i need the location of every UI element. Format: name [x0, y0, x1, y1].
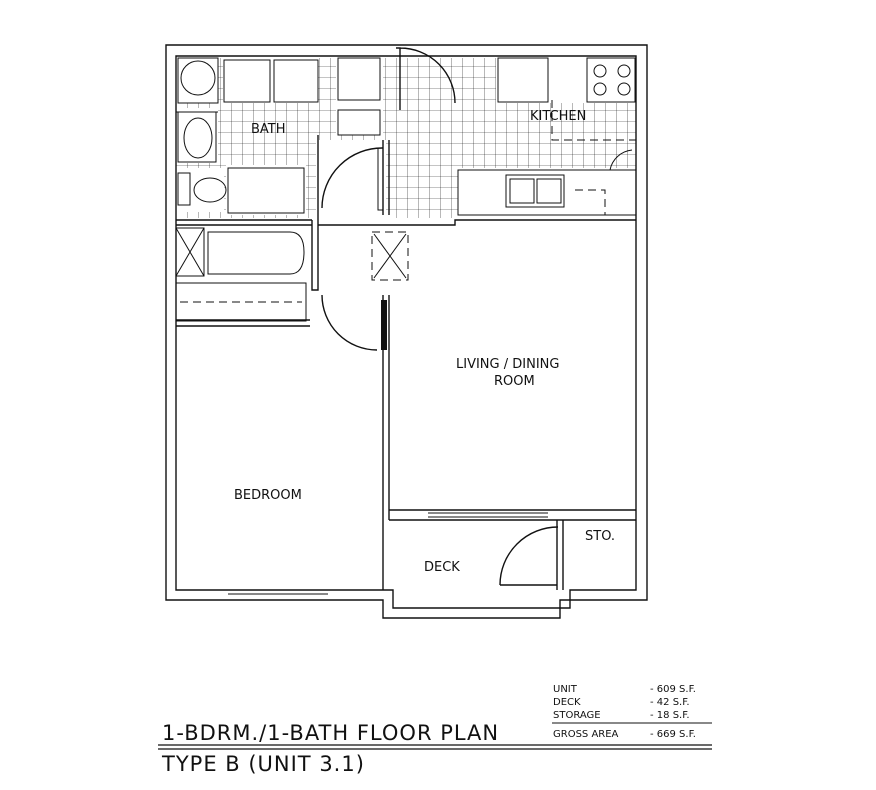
area-table: UNIT - 609 S.F. DECK - 42 S.F. STORAGE -… [552, 684, 712, 740]
plan-subtitle: TYPE B (UNIT 3.1) [161, 752, 365, 776]
kitchen-fixtures [457, 57, 637, 216]
room-label-deck: DECK [424, 560, 460, 575]
area-total-label: GROSS AREA [553, 729, 619, 740]
storage-door [499, 526, 559, 586]
room-label-bath: BATH [251, 122, 286, 137]
sliding-door [428, 512, 548, 518]
room-label-living: LIVING / DINING [456, 357, 559, 372]
area-row-value: - 42 S.F. [650, 697, 690, 708]
plan-title: 1-BDRM./1-BATH FLOOR PLAN [162, 721, 499, 745]
hvac-x [371, 231, 409, 281]
room-label-kitchen: KITCHEN [530, 109, 586, 124]
bath-door [321, 147, 384, 211]
tile-floor [176, 58, 636, 220]
area-row-value: - 18 S.F. [650, 710, 690, 721]
room-label-storage: STO. [585, 529, 615, 544]
area-row-value: - 609 S.F. [650, 684, 696, 695]
room-label-bedroom: BEDROOM [234, 488, 302, 503]
bath-fixtures [175, 57, 381, 322]
room-label-living-2: ROOM [494, 374, 535, 389]
area-total-value: - 669 S.F. [650, 729, 696, 740]
area-row-label: STORAGE [553, 710, 601, 721]
area-row-label: UNIT [553, 684, 578, 695]
bedroom-door [321, 294, 387, 351]
bedroom-window [228, 593, 328, 601]
entry-door [396, 47, 456, 110]
area-row-label: DECK [553, 697, 581, 708]
